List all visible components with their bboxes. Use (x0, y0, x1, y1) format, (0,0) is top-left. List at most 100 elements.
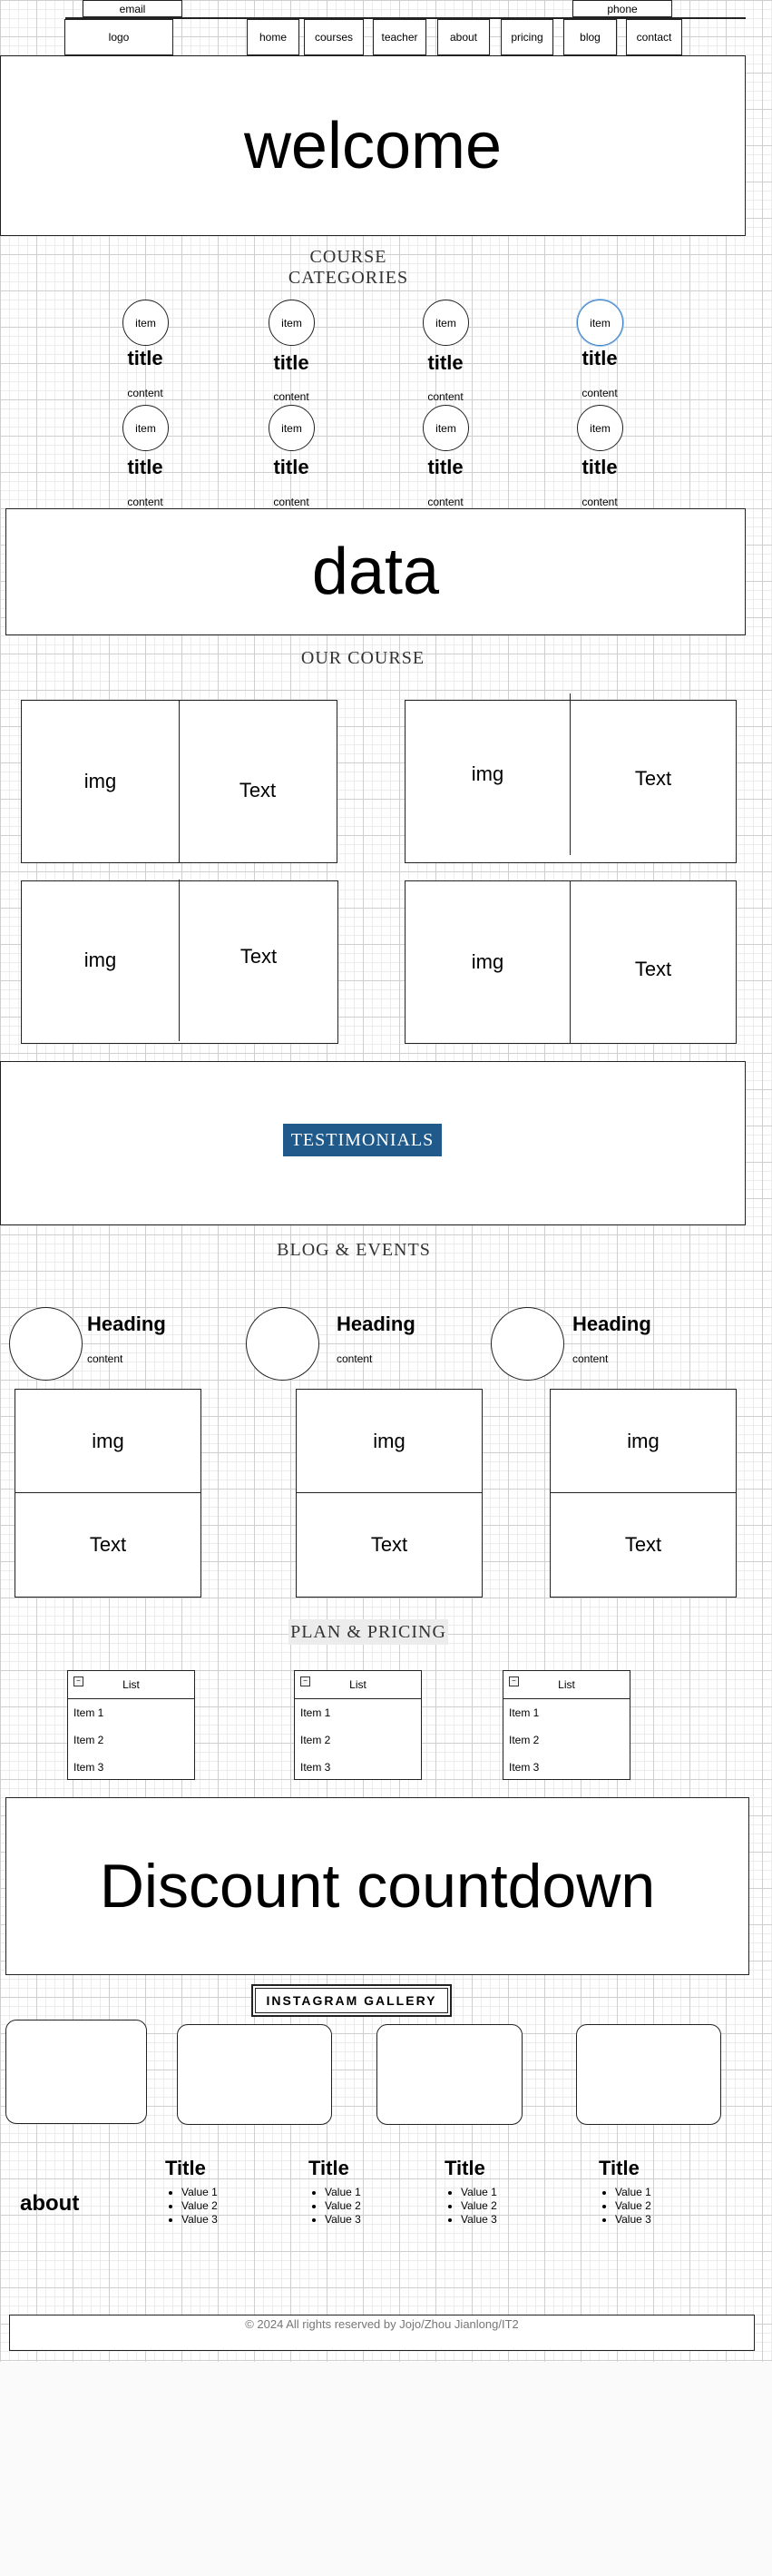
course-image: img (406, 693, 571, 855)
blog-avatar (9, 1307, 83, 1381)
blog-card[interactable]: img Text (296, 1389, 483, 1598)
category-icon[interactable]: item (577, 300, 623, 346)
course-card[interactable]: img Text (21, 880, 338, 1044)
blog-heading: BLOG & EVENTS (277, 1239, 431, 1260)
collapse-icon[interactable]: − (509, 1676, 519, 1686)
category-title: title (127, 456, 163, 478)
pricing-heading: PLAN & PRICING (288, 1619, 448, 1645)
instagram-photo[interactable] (177, 2024, 332, 2125)
blog-card[interactable]: img Text (550, 1389, 737, 1598)
blog-post-heading[interactable]: Heading (87, 1313, 166, 1335)
category-icon-label: item (135, 316, 156, 329)
footer-column: Title Value 1 Value 2 Value 3 (165, 2157, 274, 2227)
footer-column-title: Title (165, 2157, 206, 2179)
course-image: img (22, 880, 180, 1041)
course-image-label: img (471, 950, 504, 973)
instagram-photo[interactable] (576, 2024, 721, 2125)
pricing-list-item[interactable]: Item 1 (509, 1706, 540, 1719)
blog-card-text: Text (89, 1533, 127, 1556)
pricing-list-item[interactable]: Item 2 (73, 1734, 104, 1746)
category-content: content (581, 496, 618, 508)
instagram-photo[interactable] (5, 2020, 147, 2124)
phone-link[interactable]: phone (572, 0, 672, 17)
course-card[interactable]: img Text (405, 880, 737, 1044)
pricing-list-item[interactable]: Item 1 (73, 1706, 104, 1719)
course-image: img (406, 881, 571, 1043)
pricing-list-item[interactable]: Item 3 (300, 1761, 331, 1774)
pricing-list[interactable]: − List Item 1 Item 2 Item 3 (503, 1670, 630, 1780)
pricing-list-title: List (349, 1678, 366, 1691)
pricing-list[interactable]: − List Item 1 Item 2 Item 3 (294, 1670, 422, 1780)
blog-post-heading[interactable]: Heading (572, 1313, 651, 1335)
footer-value[interactable]: Value 2 (181, 2199, 274, 2213)
nav-teacher[interactable]: teacher (373, 19, 426, 55)
course-text: Text (634, 767, 672, 790)
blog-post-content: content (337, 1352, 373, 1365)
footer-value[interactable]: Value 1 (325, 2186, 417, 2199)
blog-post-content: content (87, 1352, 123, 1365)
collapse-icon[interactable]: − (300, 1676, 310, 1686)
blog-post-heading[interactable]: Heading (337, 1313, 415, 1335)
footer-column-title: Title (599, 2157, 640, 2179)
category-content: content (127, 387, 163, 399)
category-icon[interactable]: item (423, 300, 469, 346)
footer-value[interactable]: Value 3 (325, 2213, 417, 2227)
footer-value[interactable]: Value 2 (461, 2199, 553, 2213)
pricing-list-item[interactable]: Item 2 (300, 1734, 331, 1746)
course-image-label: img (471, 762, 504, 785)
footer-about[interactable]: about (20, 2191, 80, 2216)
instagram-label: INSTAGRAM GALLERY (251, 1984, 452, 2017)
collapse-icon[interactable]: − (73, 1676, 83, 1686)
footer-value[interactable]: Value 3 (181, 2213, 274, 2227)
footer-value[interactable]: Value 3 (615, 2213, 708, 2227)
nav-contact-label: contact (636, 31, 672, 44)
nav-home[interactable]: home (247, 19, 299, 55)
nav-courses[interactable]: courses (304, 19, 364, 55)
category-icon-label: item (135, 421, 156, 435)
blog-avatar (491, 1307, 564, 1381)
category-icon[interactable]: item (122, 300, 169, 346)
pricing-list-title: List (558, 1678, 575, 1691)
instagram-photo[interactable] (376, 2024, 523, 2125)
footer-value[interactable]: Value 2 (325, 2199, 417, 2213)
course-image-label: img (83, 770, 117, 792)
footer-value[interactable]: Value 2 (615, 2199, 708, 2213)
course-card[interactable]: img Text (21, 700, 337, 863)
category-title: title (427, 456, 464, 478)
blog-card-image: img (15, 1390, 200, 1493)
pricing-list-item[interactable]: Item 1 (300, 1706, 331, 1719)
nav-about[interactable]: about (437, 19, 490, 55)
category-title: title (581, 456, 618, 478)
category-icon[interactable]: item (577, 405, 623, 451)
category-icon[interactable]: item (122, 405, 169, 451)
course-text: Text (239, 945, 278, 968)
nav-pricing[interactable]: pricing (501, 19, 553, 55)
nav-contact[interactable]: contact (626, 19, 682, 55)
pricing-list[interactable]: − List Item 1 Item 2 Item 3 (67, 1670, 195, 1780)
footer-column: Title Value 1 Value 2 Value 3 (445, 2157, 553, 2227)
footer-value[interactable]: Value 1 (615, 2186, 708, 2199)
pricing-list-item[interactable]: Item 2 (509, 1734, 540, 1746)
pricing-list-item[interactable]: Item 3 (509, 1761, 540, 1774)
logo[interactable]: logo (64, 19, 173, 55)
nav-blog[interactable]: blog (563, 19, 617, 55)
course-card[interactable]: img Text (405, 693, 737, 863)
footer-value[interactable]: Value 3 (461, 2213, 553, 2227)
footer-value[interactable]: Value 1 (181, 2186, 274, 2199)
email-link[interactable]: email (83, 0, 182, 17)
category-icon-label: item (435, 421, 456, 435)
blog-card[interactable]: img Text (15, 1389, 201, 1598)
data-banner-text: data (311, 536, 440, 608)
testimonials-badge[interactable]: TESTIMONIALS (283, 1124, 442, 1156)
pricing-list-title: List (122, 1678, 140, 1691)
category-icon[interactable]: item (423, 405, 469, 451)
category-title: title (427, 351, 464, 374)
pricing-list-item[interactable]: Item 3 (73, 1761, 104, 1774)
category-icon[interactable]: item (269, 300, 315, 346)
footer-value[interactable]: Value 1 (461, 2186, 553, 2199)
category-content: content (581, 387, 618, 399)
blog-card-text: Text (370, 1533, 408, 1556)
category-icon-label: item (590, 316, 611, 329)
phone-label: phone (607, 2, 638, 15)
category-icon[interactable]: item (269, 405, 315, 451)
